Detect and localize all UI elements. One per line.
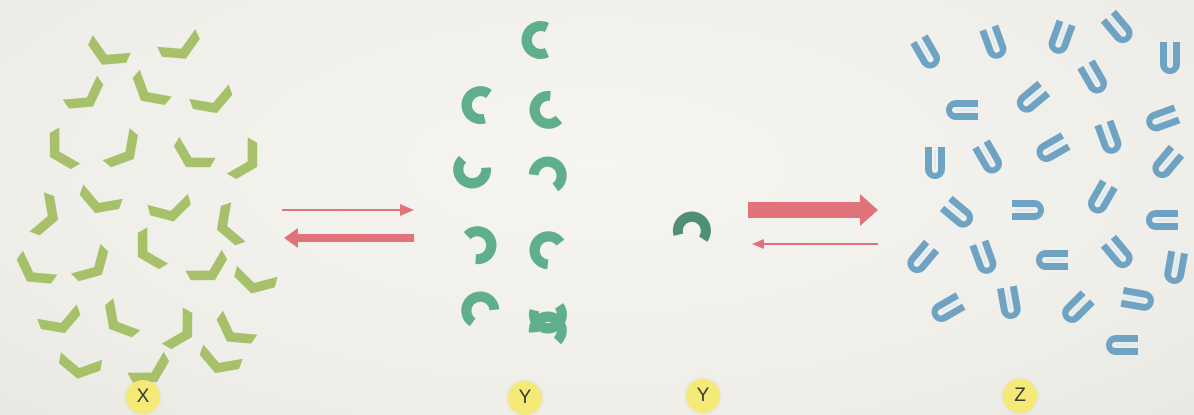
x-molecule	[29, 192, 65, 239]
label-x-badge: X	[126, 380, 160, 414]
x-molecule	[10, 251, 58, 294]
z-molecule	[1106, 335, 1138, 355]
species-x-cluster	[10, 29, 278, 393]
z-molecule	[1101, 235, 1137, 272]
x-molecule	[231, 266, 278, 299]
x-molecule	[63, 76, 111, 119]
z-molecule	[1033, 132, 1071, 165]
x-molecule	[127, 227, 168, 275]
z-molecule	[972, 139, 1005, 177]
y-molecule	[522, 224, 565, 271]
z-molecule-stripe	[1174, 255, 1177, 274]
y-molecule	[454, 284, 501, 327]
x-molecule	[195, 344, 242, 380]
z-molecule	[1058, 290, 1095, 327]
z-molecule	[1094, 120, 1124, 157]
z-molecule	[1101, 10, 1137, 47]
y-molecule	[524, 89, 563, 134]
x-molecule	[39, 127, 80, 175]
x-molecule	[168, 137, 216, 178]
x-molecule	[227, 137, 268, 185]
x-molecule	[37, 304, 84, 340]
z-molecule	[910, 34, 943, 72]
label-z-text: Z	[1014, 385, 1026, 407]
x-molecule	[162, 307, 203, 355]
label-y-right-text: Y	[697, 385, 710, 407]
species-y-single	[672, 208, 714, 242]
z-molecule	[946, 100, 978, 120]
species-y-cluster	[448, 21, 574, 345]
z-molecule	[1121, 287, 1156, 312]
arrow-y-to-z-forward	[748, 194, 878, 226]
z-molecule-stripe	[1007, 290, 1010, 309]
label-x-text: X	[137, 386, 150, 408]
y-molecule	[527, 149, 574, 192]
arrow-y-to-x-reverse	[284, 228, 414, 248]
z-molecule	[969, 240, 999, 277]
z-molecule	[928, 292, 966, 325]
y-molecule	[448, 155, 493, 194]
y-molecule	[458, 83, 492, 125]
x-molecule	[185, 250, 233, 291]
z-molecule	[940, 196, 977, 232]
z-molecule	[979, 25, 1009, 62]
label-y-left-badge: Y	[508, 381, 542, 415]
x-molecule	[96, 298, 141, 345]
arrow-x-to-y-forward	[282, 204, 414, 216]
species-z-cluster	[903, 10, 1188, 355]
x-molecule	[75, 184, 122, 220]
z-molecule	[1146, 210, 1178, 230]
z-molecule	[925, 147, 945, 179]
x-molecule	[103, 128, 148, 175]
x-molecule	[157, 29, 205, 68]
z-molecule	[1163, 251, 1188, 286]
label-z-badge: Z	[1003, 379, 1037, 413]
z-molecule	[903, 240, 939, 277]
z-molecule-stripe	[1125, 297, 1144, 300]
x-molecule	[83, 35, 131, 74]
z-molecule	[1036, 250, 1068, 270]
z-molecule	[1013, 81, 1050, 117]
x-molecule	[57, 352, 102, 382]
z-molecule	[1143, 104, 1180, 134]
x-molecule	[71, 244, 117, 290]
z-molecule	[997, 286, 1022, 321]
x-molecule	[210, 202, 246, 249]
z-molecule	[1084, 179, 1117, 217]
label-y-right-badge: Y	[686, 379, 720, 413]
label-y-left-text: Y	[519, 387, 532, 409]
z-molecule	[1160, 42, 1180, 74]
y-molecule	[522, 21, 549, 59]
arrow-z-to-y-reverse	[752, 239, 878, 249]
x-molecule	[189, 84, 236, 120]
z-molecule	[1148, 145, 1184, 182]
z-molecule	[1046, 20, 1076, 57]
x-molecule	[210, 311, 258, 354]
x-molecule	[125, 70, 172, 115]
y-molecule	[463, 221, 502, 266]
x-molecule	[147, 194, 194, 227]
equilibrium-arrows	[282, 194, 878, 249]
z-molecule	[1077, 59, 1110, 97]
z-molecule	[1012, 200, 1044, 220]
y-molecule-single	[672, 208, 714, 242]
